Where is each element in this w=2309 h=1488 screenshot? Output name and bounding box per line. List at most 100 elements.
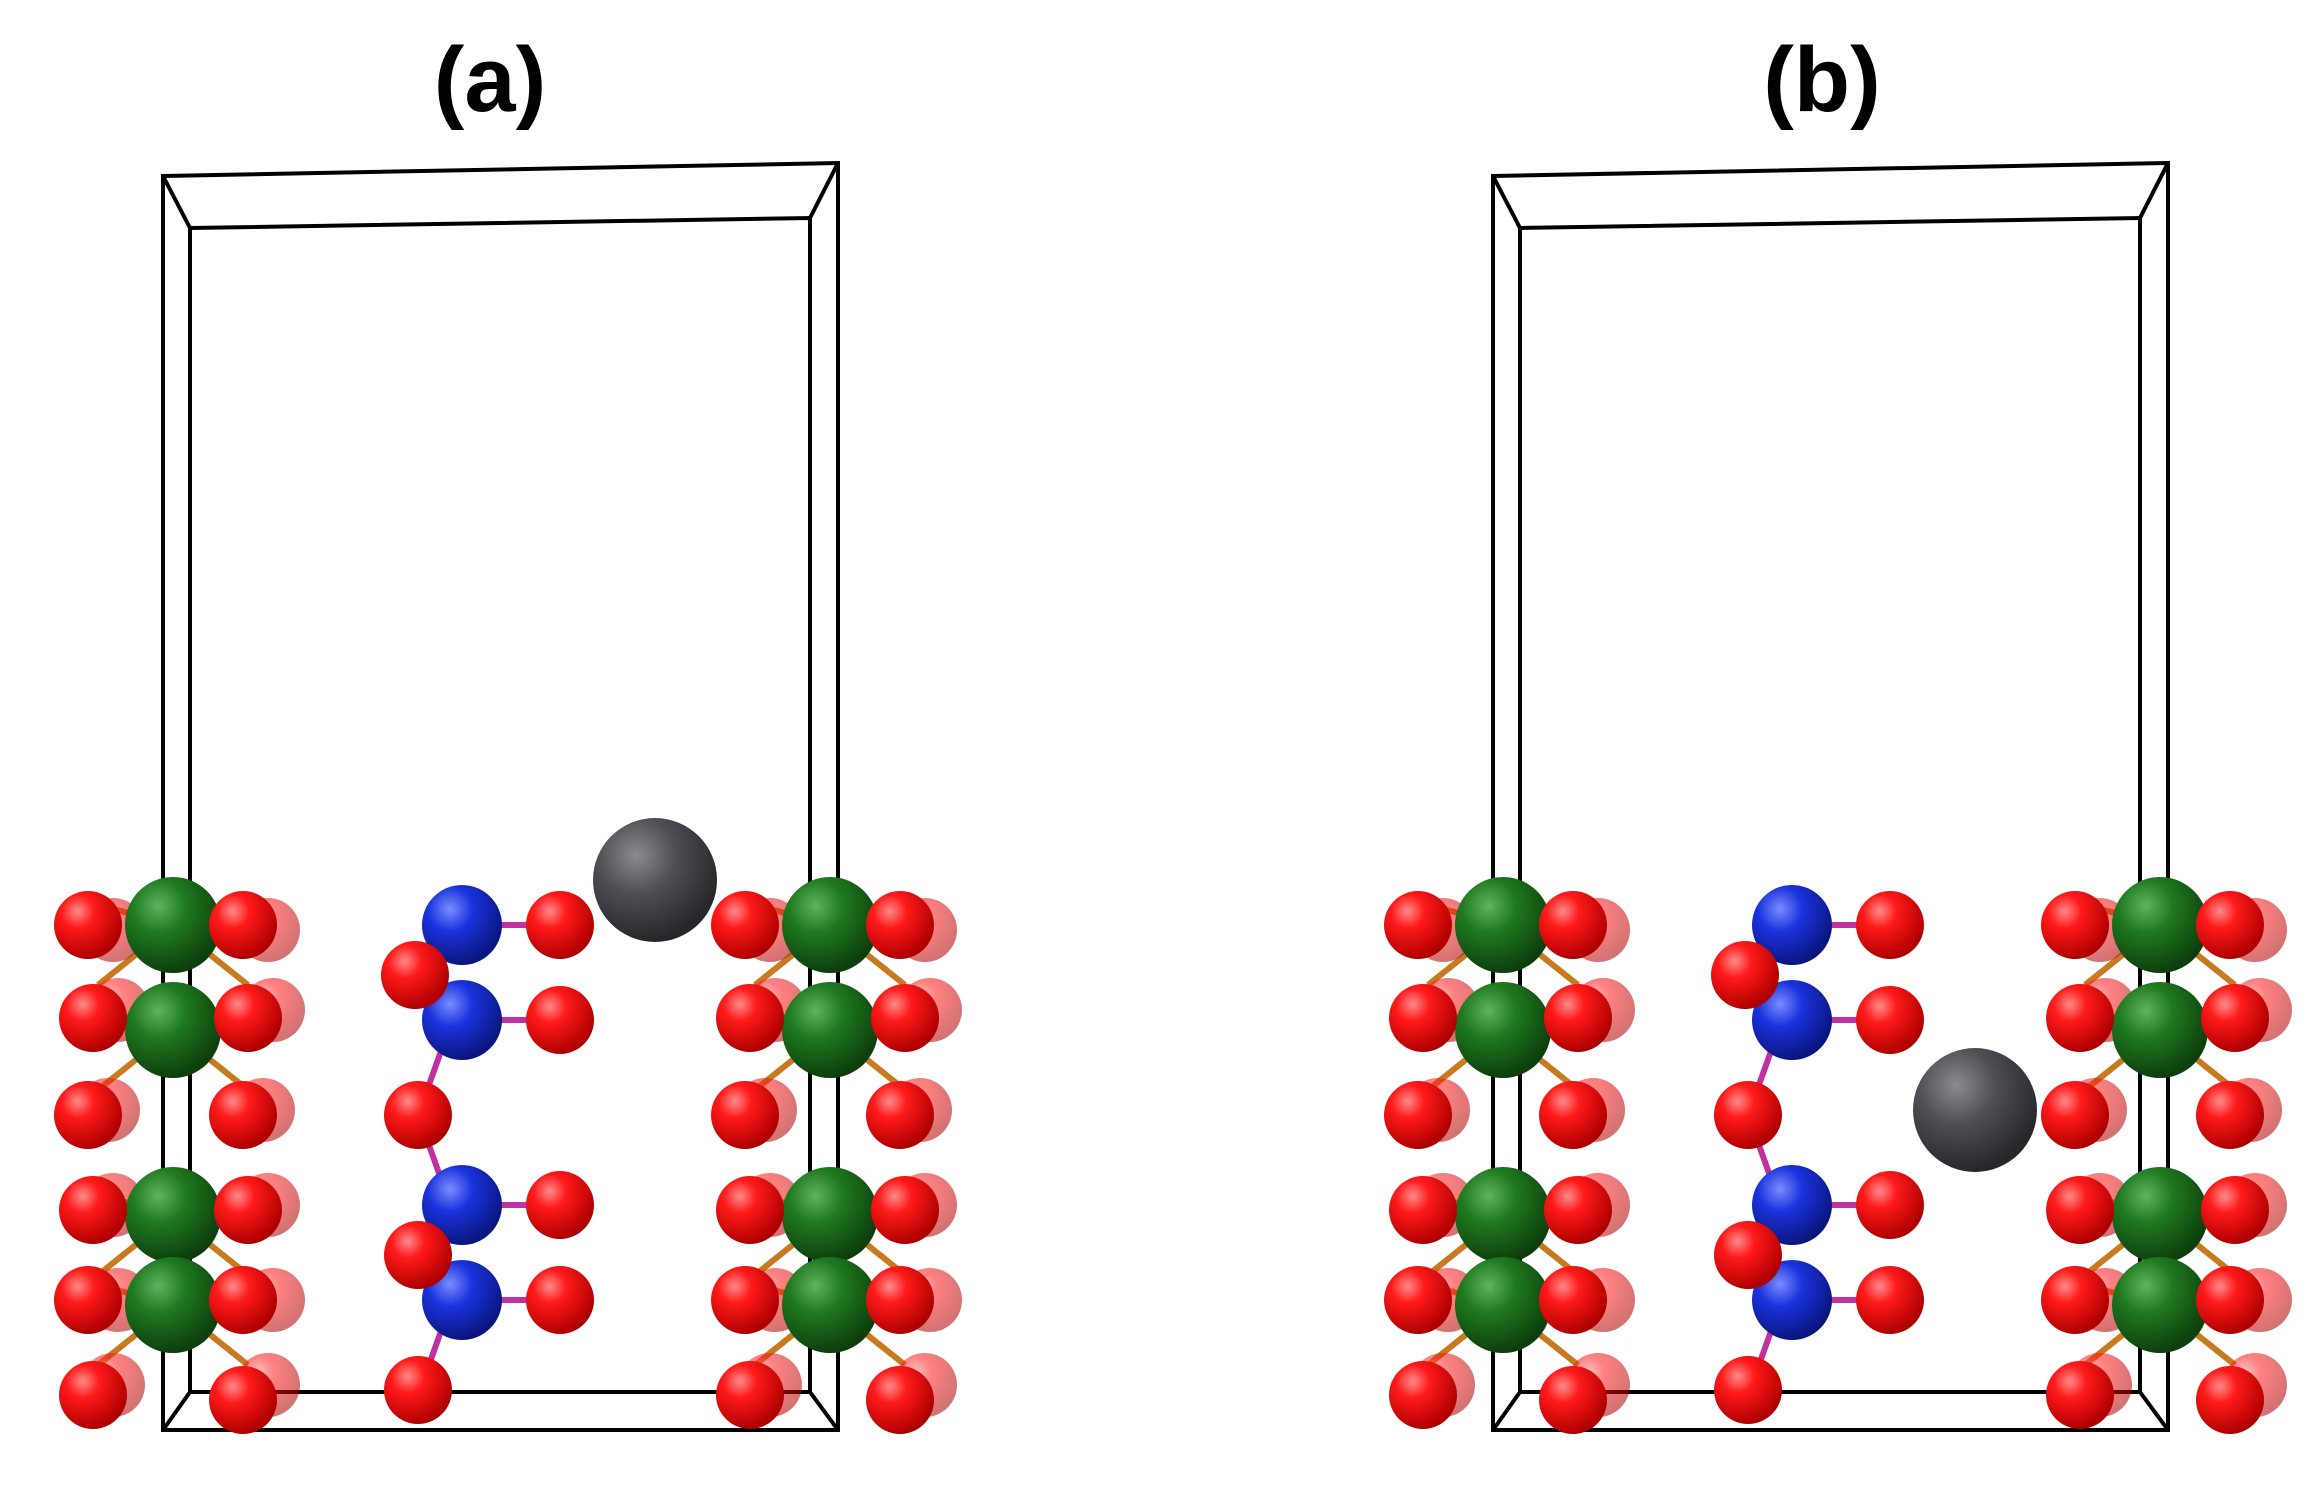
cell-corner-edge xyxy=(161,1390,192,1432)
oxygen-atom xyxy=(54,1266,122,1334)
nitrogen-atom xyxy=(422,885,502,965)
oxygen-atom xyxy=(54,1081,122,1149)
oxygen-atom xyxy=(1539,1366,1607,1434)
metal-atom xyxy=(2112,982,2208,1078)
metal-atom xyxy=(1455,982,1551,1078)
atoms xyxy=(54,818,962,1434)
metal-atom xyxy=(1455,877,1551,973)
oxygen-atom xyxy=(526,891,594,959)
oxygen-atom xyxy=(1714,1081,1782,1149)
cell-corner-edge xyxy=(1491,175,1522,229)
oxygen-atom xyxy=(1389,984,1457,1052)
nitrogen-atom xyxy=(422,1260,502,1340)
oxygen-atom xyxy=(716,1361,784,1429)
oxygen-atom xyxy=(59,1361,127,1429)
metal-atom xyxy=(125,1167,221,1263)
oxygen-atom xyxy=(871,984,939,1052)
oxygen-atom xyxy=(1856,1266,1924,1334)
nitrogen-atom xyxy=(422,980,502,1060)
oxygen-atom xyxy=(1856,1171,1924,1239)
oxygen-atom xyxy=(2046,1176,2114,1244)
oxygen-atom xyxy=(2046,984,2114,1052)
cell-corner-edge xyxy=(808,162,840,219)
metal-atom xyxy=(2112,1167,2208,1263)
cell-corner-edge xyxy=(2138,1390,2170,1432)
oxygen-atom xyxy=(711,1266,779,1334)
oxygen-atom xyxy=(866,1266,934,1334)
oxygen-atom xyxy=(1384,1266,1452,1334)
oxygen-atom xyxy=(1714,1221,1782,1289)
oxygen-atom xyxy=(1714,1356,1782,1424)
oxygen-atom xyxy=(866,891,934,959)
metal-atom xyxy=(125,982,221,1078)
oxygen-atom xyxy=(209,891,277,959)
metal-atom xyxy=(782,1257,878,1353)
oxygen-atom xyxy=(59,1176,127,1244)
cell-corner-edge xyxy=(161,175,192,229)
oxygen-atom xyxy=(59,984,127,1052)
nitrogen-atom xyxy=(1752,885,1832,965)
metal-atom xyxy=(2112,1257,2208,1353)
metal-atom xyxy=(782,982,878,1078)
oxygen-atom xyxy=(711,1081,779,1149)
nitrogen-atom xyxy=(422,1165,502,1245)
oxygen-atom xyxy=(526,1171,594,1239)
cell-corner-edge xyxy=(2138,162,2170,219)
oxygen-atom xyxy=(871,1176,939,1244)
oxygen-atom xyxy=(1856,986,1924,1054)
oxygen-atom xyxy=(1389,1176,1457,1244)
oxygen-atom xyxy=(209,1266,277,1334)
oxygen-atom xyxy=(2201,984,2269,1052)
oxygen-atom xyxy=(1539,891,1607,959)
oxygen-atom xyxy=(716,1176,784,1244)
metal-atom xyxy=(782,1167,878,1263)
atoms xyxy=(1384,877,2292,1434)
oxygen-atom xyxy=(214,984,282,1052)
nitrogen-atom xyxy=(1752,1260,1832,1340)
nitrogen-atom xyxy=(1752,980,1832,1060)
oxygen-atom xyxy=(1711,941,1779,1009)
oxygen-atom xyxy=(1544,984,1612,1052)
oxygen-atom xyxy=(1544,1176,1612,1244)
oxygen-atom xyxy=(2196,891,2264,959)
oxygen-atom xyxy=(2041,1266,2109,1334)
oxygen-atom xyxy=(384,1081,452,1149)
metal-atom xyxy=(1455,1257,1551,1353)
oxygen-atom xyxy=(2041,1081,2109,1149)
oxygen-atom xyxy=(209,1366,277,1434)
oxygen-atom xyxy=(2046,1361,2114,1429)
nitrogen-atom xyxy=(1752,1165,1832,1245)
cell-corner-edge xyxy=(1491,1390,1522,1432)
adsorbate-atom xyxy=(1913,1048,2037,1172)
metal-atom xyxy=(1455,1167,1551,1263)
oxygen-atom xyxy=(1384,891,1452,959)
metal-atom xyxy=(782,877,878,973)
oxygen-atom xyxy=(1384,1081,1452,1149)
panel-a-label: (a) xyxy=(433,29,547,131)
oxygen-atom xyxy=(2196,1266,2264,1334)
panel-a-structure xyxy=(54,160,962,1434)
oxygen-atom xyxy=(711,891,779,959)
oxygen-atom xyxy=(2201,1176,2269,1244)
oxygen-atom xyxy=(866,1366,934,1434)
oxygen-atom xyxy=(214,1176,282,1244)
oxygen-atom xyxy=(1856,891,1924,959)
oxygen-atom xyxy=(526,986,594,1054)
oxygen-atom xyxy=(866,1081,934,1149)
oxygen-atom xyxy=(381,941,449,1009)
panel-b-structure xyxy=(1384,160,2292,1434)
oxygen-atom xyxy=(54,891,122,959)
metal-atom xyxy=(125,1257,221,1353)
oxygen-atom xyxy=(1539,1266,1607,1334)
oxygen-atom xyxy=(526,1266,594,1334)
metal-atom xyxy=(2112,877,2208,973)
cell-corner-edge xyxy=(808,1390,840,1432)
oxygen-atom xyxy=(2196,1366,2264,1434)
oxygen-atom xyxy=(384,1221,452,1289)
oxygen-atom xyxy=(209,1081,277,1149)
adsorbate-atom xyxy=(593,818,717,942)
oxygen-atom xyxy=(2041,891,2109,959)
oxygen-atom xyxy=(716,984,784,1052)
oxygen-atom xyxy=(2196,1081,2264,1149)
